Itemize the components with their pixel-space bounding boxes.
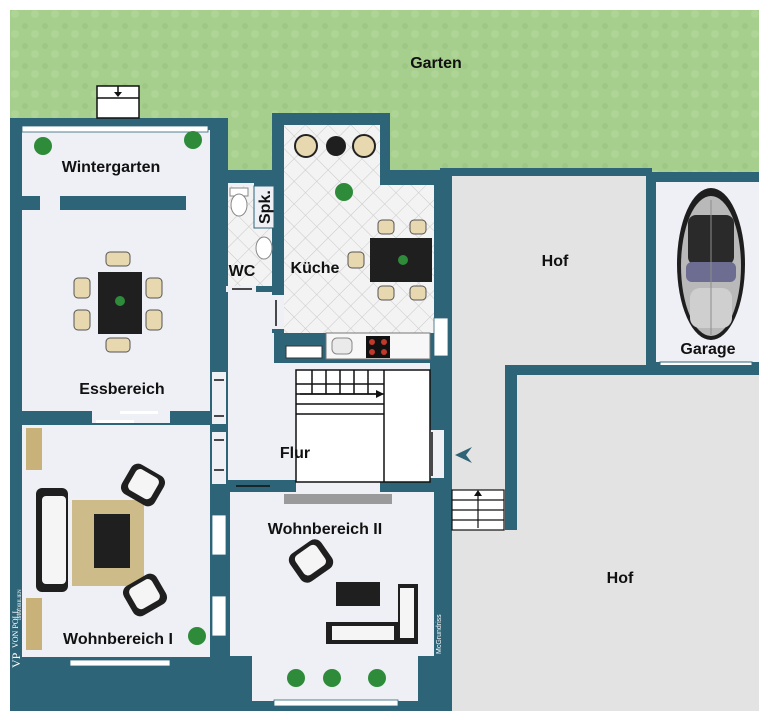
label-spk: Spk. [257,190,274,224]
coffee-table [94,514,130,568]
credit-text: McGrundriss [436,614,443,654]
label-wintergarten: Wintergarten [62,159,161,176]
stair-arrow-icon [376,390,384,398]
label-wohnbereich1: Wohnbereich I [63,631,173,648]
kitchen-table [347,219,432,301]
sofa-icon [36,488,68,592]
yard-top [440,170,652,365]
label-hof-bottom: Hof [607,570,634,587]
plant-icon [34,131,408,687]
logo-sub: IMMOBILIEN [18,589,23,620]
label-wohnbereich2: Wohnbereich II [268,521,382,538]
logo-initials: VP [9,652,23,668]
tv-console [284,494,392,504]
label-kueche: Küche [291,260,340,277]
toilet-icon [229,187,249,217]
label-essbereich: Essbereich [79,381,164,398]
sink-icon [255,236,273,260]
balcony-chairs [294,134,376,158]
label-flur: Flur [280,445,310,462]
label-hof-top: Hof [542,253,569,270]
armchair-icon [120,463,168,617]
shelf [26,598,42,650]
storage-closet [253,185,275,229]
entrance-arrow-icon [455,447,472,463]
corner-sofa-icon [326,584,418,644]
entrance-steps [451,489,505,531]
wintergarten-steps [96,85,140,119]
label-garage: Garage [680,341,735,358]
label-garten: Garten [410,55,462,72]
dining-table [73,251,163,353]
yard-bottom [515,375,759,711]
label-wc: WC [229,263,256,280]
car-icon [677,188,745,340]
staircase [295,369,431,483]
armchair-icon [288,539,334,583]
shelf [26,428,42,470]
logo-name: VON POLL [11,609,20,648]
wintergarten-floor [22,130,210,196]
vonpoll-logo: VP VON POLL IMMOBILIEN [9,589,23,668]
coffee-table [336,582,380,606]
door-marks [214,288,433,487]
kitchen-counter [285,332,431,360]
